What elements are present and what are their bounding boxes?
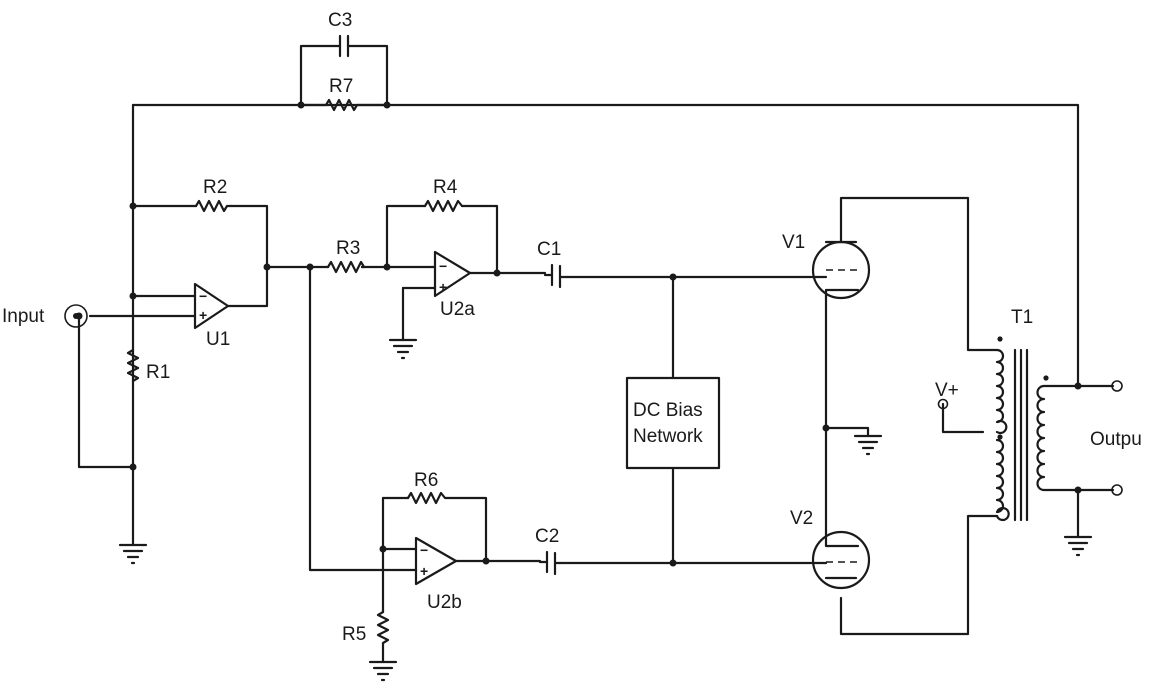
svg-text:+: +	[420, 563, 428, 579]
v2-label: V2	[790, 508, 813, 529]
resistor-r3	[326, 260, 366, 274]
dc-bias-network: DC Bias Network	[625, 376, 721, 470]
input-label: Input	[2, 306, 45, 327]
resistor-r4	[423, 199, 464, 213]
tube-v2	[811, 530, 871, 590]
svg-text:−: −	[439, 258, 447, 274]
resistor-r2	[194, 199, 232, 213]
svg-text:+: +	[439, 279, 447, 295]
output-terminals	[1111, 380, 1123, 496]
ground-icon	[368, 660, 398, 682]
vplus-terminal	[937, 398, 949, 410]
wires	[77, 44, 1115, 664]
r4-label: R4	[433, 177, 458, 198]
t1-label: T1	[1011, 307, 1033, 328]
r1-label: R1	[146, 362, 170, 383]
r2-label: R2	[203, 177, 227, 198]
resistor-r6	[406, 491, 450, 505]
output-label: Outpu	[1090, 429, 1142, 450]
opamp-u1: − +	[193, 282, 230, 330]
ground-icon	[388, 338, 418, 360]
r7-label: R7	[329, 76, 353, 97]
ground-icon	[118, 543, 148, 565]
v1-label: V1	[782, 232, 805, 253]
ground-icon	[1063, 535, 1093, 557]
junction-dots	[75, 101, 1082, 567]
vplus-label: V+	[935, 380, 959, 401]
u2b-label: U2b	[427, 592, 462, 613]
transformer-t1	[995, 336, 1049, 522]
ground-icon	[853, 434, 883, 456]
svg-text:−: −	[420, 542, 428, 558]
r3-label: R3	[336, 238, 360, 259]
svg-text:−: −	[199, 288, 207, 304]
resistor-r7	[299, 98, 389, 112]
svg-text:+: +	[199, 307, 207, 323]
dc-bias-label-1: DC Bias	[633, 400, 703, 421]
c1-label: C1	[537, 239, 561, 260]
c2-label: C2	[535, 526, 559, 547]
u1-label: U1	[206, 329, 230, 350]
c3-label: C3	[328, 10, 352, 31]
opamp-u2a: − +	[433, 250, 472, 298]
dc-bias-label-2: Network	[633, 426, 703, 447]
input-connector	[64, 304, 88, 328]
capacitor-c3	[326, 34, 362, 58]
resistor-r1	[126, 348, 140, 383]
r6-label: R6	[414, 470, 438, 491]
capacitor-c1	[543, 263, 569, 289]
u2a-label: U2a	[440, 299, 475, 320]
resistor-r5	[376, 610, 390, 652]
r5-label: R5	[342, 624, 366, 645]
tube-v1	[811, 240, 871, 300]
opamp-u2b: − +	[414, 536, 458, 586]
capacitor-c2	[538, 550, 564, 576]
